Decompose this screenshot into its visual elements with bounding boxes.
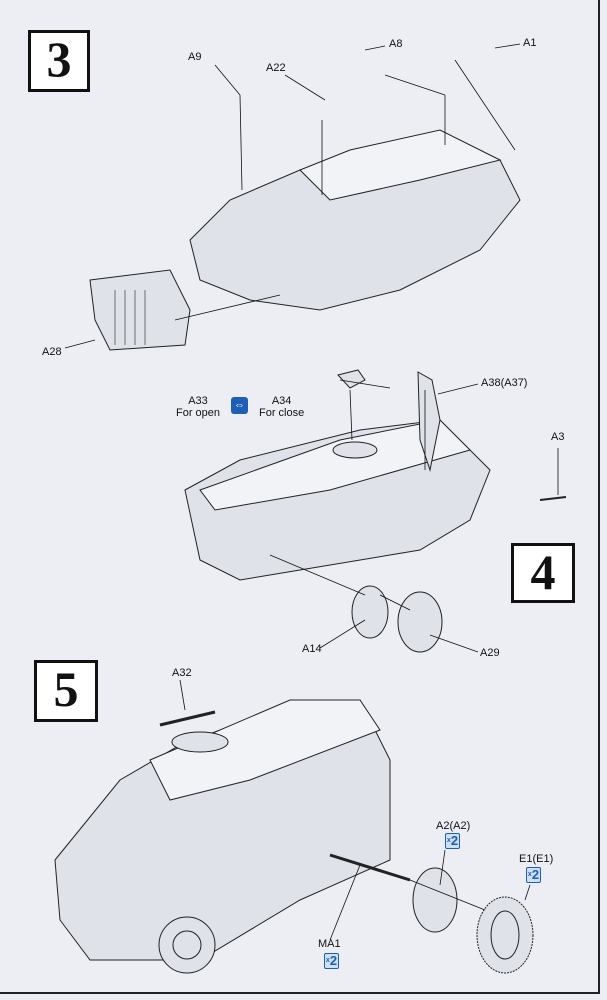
a34-note: For close [259, 407, 305, 419]
label-ma1: MA1 [318, 938, 341, 950]
wheel-part-a2 [412, 867, 458, 933]
quantity-badge-a2: x2 [445, 833, 460, 849]
step-number-3: 3 [28, 30, 90, 92]
a33-code: A33 [188, 395, 208, 407]
label-a22: A22 [266, 62, 286, 74]
label-a2: A2(A2) [436, 820, 471, 832]
a33-note: For open [176, 407, 221, 419]
qty-value: 2 [531, 867, 540, 882]
step-number-5: 5 [34, 660, 98, 722]
qty-prefix: x [527, 871, 532, 878]
qty-prefix: x [325, 957, 330, 964]
label-a28: A28 [42, 346, 62, 358]
turret [171, 731, 229, 753]
quantity-badge-e1: x2 [526, 867, 541, 883]
hatch-part-a34 [337, 369, 366, 389]
label-a1: A1 [523, 37, 537, 49]
label-e1: E1(E1) [519, 853, 554, 865]
qty-prefix: x [446, 837, 451, 844]
label-a8: A8 [389, 38, 403, 50]
grille-part-a28 [89, 269, 191, 351]
label-a38: A38(A37) [481, 377, 528, 389]
step-number-4: 4 [511, 543, 575, 603]
gun-part-a32 [159, 710, 216, 727]
label-a14: A14 [302, 643, 322, 655]
label-a9: A9 [188, 51, 202, 63]
wheel-part-a29 [397, 591, 443, 653]
label-a3: A3 [551, 431, 565, 443]
qty-value: 2 [329, 953, 338, 968]
label-a32: A32 [172, 667, 192, 679]
vehicle-step5 [54, 699, 391, 961]
swap-arrows-icon: ⇔ [231, 397, 248, 414]
door-part-a38 [417, 371, 441, 472]
qty-value: 2 [450, 833, 459, 848]
quantity-badge-ma1: x2 [324, 953, 339, 969]
hull-step3 [189, 139, 521, 311]
hatch [332, 441, 378, 459]
a34-code: A34 [271, 395, 292, 407]
axle-part-ma1 [329, 853, 411, 882]
label-a29: A29 [480, 647, 500, 659]
wheel-part-a14 [351, 585, 389, 639]
